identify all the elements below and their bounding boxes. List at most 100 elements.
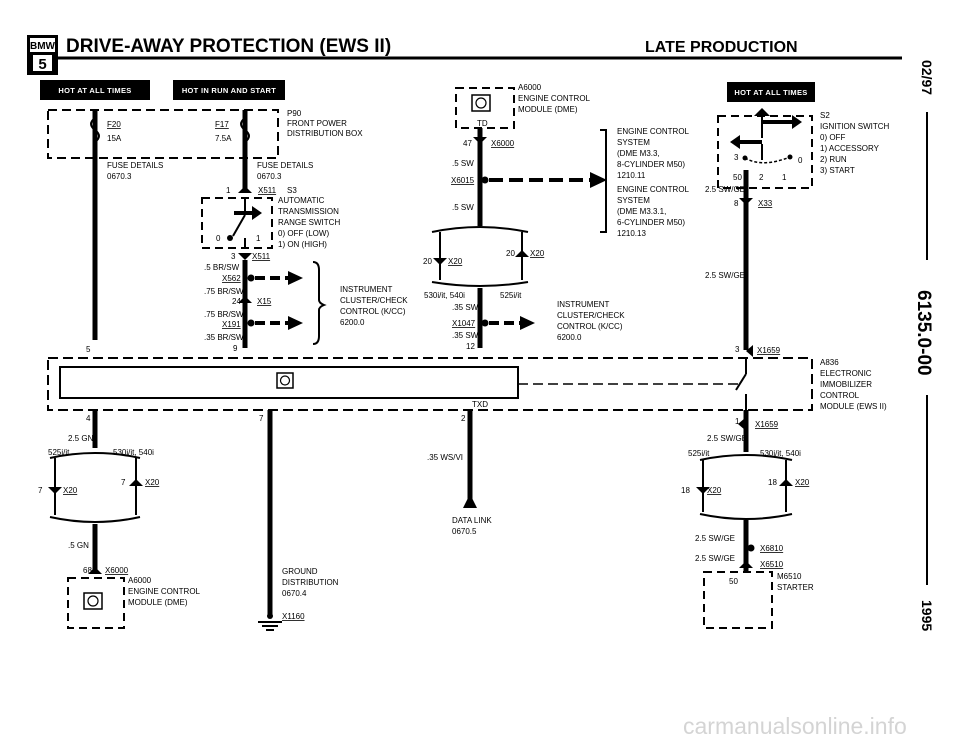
arrow-cluster-1	[288, 271, 303, 285]
connector-x20b: X20	[530, 249, 545, 258]
br-wire-1: 2.5 SW/GE	[707, 434, 747, 443]
x1659-marker	[746, 345, 753, 357]
br-pin-18a: 18	[681, 486, 690, 495]
wire-label-1: .5 BR/SW	[204, 263, 240, 272]
svg-text:TD: TD	[477, 119, 488, 128]
page-code: 6135.0-00	[913, 290, 934, 376]
pin-12: 12	[466, 342, 475, 351]
fuse-box-id: P90	[287, 109, 302, 118]
br-wire-2: 2.5 SW/GE	[695, 534, 735, 543]
connector-x15: X15	[257, 297, 272, 306]
svg-text:3) START: 3) START	[820, 166, 855, 175]
svg-text:2: 2	[759, 173, 764, 182]
ignition-switch: 3 0 50 2 1 S2 IGNITION SWITCH 0) OFF 1) …	[717, 108, 890, 189]
variant-530: 530i/it, 540i	[424, 291, 465, 300]
splice-x6015	[481, 176, 489, 184]
br-splice-x6810	[747, 544, 755, 552]
svg-text:RANGE SWITCH: RANGE SWITCH	[278, 218, 340, 227]
svg-text:4: 4	[86, 414, 91, 423]
svg-text:7: 7	[259, 414, 264, 423]
svg-text:50: 50	[729, 577, 738, 586]
dme-wire-3: .35 SW	[452, 303, 479, 312]
svg-text:A836: A836	[820, 358, 839, 367]
ground-symbol	[258, 621, 282, 631]
svg-text:A6000: A6000	[518, 83, 542, 92]
variant-split-top	[431, 226, 529, 233]
diagram-title: DRIVE-AWAY PROTECTION (EWS II)	[66, 36, 391, 57]
logo-series: 5	[38, 56, 46, 73]
engine-control-bracket	[600, 129, 607, 233]
dme-module-top: A6000 ENGINE CONTROL MODULE (DME) TD	[455, 83, 591, 129]
svg-text:INSTRUMENT: INSTRUMENT	[557, 300, 610, 309]
svg-text:MODULE (DME): MODULE (DME)	[518, 105, 578, 114]
connector-x33: X33	[758, 199, 773, 208]
fuse-box-name-2: DISTRIBUTION BOX	[287, 129, 363, 138]
svg-text:CONTROL: CONTROL	[820, 391, 860, 400]
svg-text:(DME M3.3.1,: (DME M3.3.1,	[617, 207, 666, 216]
br-x20b-marker	[779, 479, 793, 486]
svg-text:ENGINE CONTROL: ENGINE CONTROL	[128, 587, 201, 596]
svg-text:15A: 15A	[107, 134, 122, 143]
svg-text:6200.0: 6200.0	[340, 318, 365, 327]
svg-text:TRANSMISSION: TRANSMISSION	[278, 207, 339, 216]
wire-label-3: .75 BR/SW	[204, 310, 244, 319]
pin-9: 9	[233, 344, 238, 353]
fuse-f17: F17 7.5A	[215, 117, 250, 143]
svg-text:S2: S2	[820, 111, 830, 120]
dme-pin-47: 47	[463, 139, 472, 148]
bmw-logo: BMW 5	[27, 35, 58, 75]
svg-text:1: 1	[256, 234, 261, 243]
svg-text:1: 1	[782, 173, 787, 182]
svg-text:HOT AT ALL TIMES: HOT AT ALL TIMES	[58, 86, 131, 95]
engine-control-ref: ENGINE CONTROL SYSTEM (DME M3.3, 8-CYLIN…	[617, 127, 690, 238]
svg-text:6200.0: 6200.0	[557, 333, 582, 342]
br-connector-x20a: X20	[707, 486, 722, 495]
data-link-arrow	[463, 494, 477, 508]
fuse-details-b-ref: 0670.3	[257, 172, 282, 181]
arrow-cluster-mid	[520, 316, 535, 330]
svg-text:7.5A: 7.5A	[215, 134, 232, 143]
bl-pin-68: 68	[83, 566, 92, 575]
ews-module: A836 ELECTRONIC IMMOBILIZER CONTROL MODU…	[47, 357, 887, 426]
svg-text:0) OFF: 0) OFF	[820, 133, 845, 142]
bl-wire-2: .5 GN	[68, 541, 89, 550]
svg-text:3: 3	[231, 252, 236, 261]
connector-x1047: X1047	[452, 319, 476, 328]
svg-text:8-CYLINDER M50): 8-CYLINDER M50)	[617, 160, 685, 169]
bl-connector-x20b: X20	[145, 478, 160, 487]
logo-text: BMW	[30, 41, 56, 52]
connector-x562: X562	[222, 274, 241, 283]
connector-x1659-top: X1659	[757, 346, 781, 355]
svg-text:INSTRUMENT: INSTRUMENT	[340, 285, 393, 294]
instrument-cluster-ref-mid: INSTRUMENT CLUSTER/CHECK CONTROL (K/CC) …	[557, 300, 625, 342]
transmission-range-switch: 1 X511 S3 0 1 AUTOMATIC TRANSMISSION RAN…	[201, 186, 340, 261]
br-split-top	[699, 454, 793, 461]
ignition-pin-8: 8	[734, 199, 739, 208]
data-link-wire: .35 WS/VI	[427, 453, 463, 462]
dme-wire-4: .35 SW	[452, 331, 479, 340]
dme-wire-2: .5 SW	[452, 203, 474, 212]
hot-at-all-times-badge-right: HOT AT ALL TIMES	[727, 82, 815, 102]
svg-text:SYSTEM: SYSTEM	[617, 196, 650, 205]
instrument-cluster-ref-left: INSTRUMENT CLUSTER/CHECK CONTROL (K/CC) …	[340, 285, 408, 327]
br-variant-530: 530i/it, 540i	[760, 449, 801, 458]
ground-splice	[267, 613, 273, 619]
svg-text:F17: F17	[215, 120, 229, 129]
bl-split-top	[49, 452, 141, 459]
ground-distribution-ref: GROUND DISTRIBUTION 0670.4	[282, 567, 339, 598]
x20a-marker	[433, 258, 447, 265]
x20b-marker	[515, 250, 529, 257]
svg-text:1: 1	[735, 417, 740, 426]
svg-text:X511: X511	[258, 186, 277, 195]
wire-label-4: .35 BR/SW	[204, 333, 244, 342]
bl-x6000-marker	[88, 567, 102, 574]
connector-x15-marker	[238, 296, 252, 303]
ignition-wire-1: 2.5 SW/GE	[705, 185, 745, 194]
svg-text:1: 1	[226, 186, 231, 195]
ignition-pin-3: 3	[735, 345, 740, 354]
br-wire-3: 2.5 SW/GE	[695, 554, 735, 563]
svg-text:HOT AT ALL TIMES: HOT AT ALL TIMES	[734, 88, 807, 97]
starter-motor: 50 M6510 STARTER	[703, 571, 814, 629]
connector-x191: X191	[222, 320, 241, 329]
